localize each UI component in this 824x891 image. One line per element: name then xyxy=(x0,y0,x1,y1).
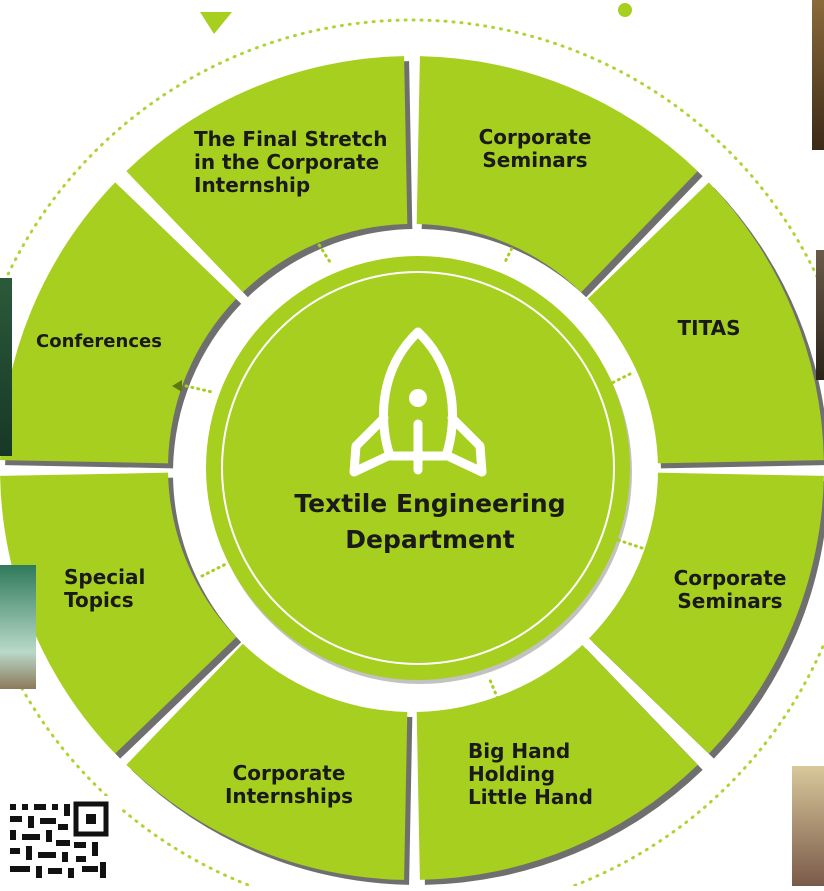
segment-label-line: TITAS xyxy=(677,316,741,340)
segment-label-line: Big Hand xyxy=(468,739,571,763)
center-title-line1: Textile Engineering xyxy=(294,489,566,518)
qr-code xyxy=(0,796,120,886)
photo-left xyxy=(0,278,12,456)
connector-arrow-icon xyxy=(172,380,182,392)
segment-label-special-topics: Special Topics xyxy=(64,566,184,612)
segment-label-line: in the Corporate xyxy=(194,150,380,174)
segment-special-topics xyxy=(0,472,237,754)
photo-bottom-right xyxy=(792,766,824,886)
photo-left-bottom xyxy=(0,565,36,689)
segment-label-corporate-seminars-top: Corporate Seminars xyxy=(470,126,600,172)
segment-label-line: Seminars xyxy=(677,589,783,613)
segment-label-line: The Final Stretch xyxy=(194,127,388,151)
segment-big-hand xyxy=(416,643,698,880)
dot-marker-icon xyxy=(618,3,632,17)
segment-corporate-seminars-right xyxy=(587,472,824,754)
segment-label-titas: TITAS xyxy=(664,317,754,340)
center-inner-ring xyxy=(221,271,615,665)
outer-dotted-ring xyxy=(0,18,824,886)
segment-label-line: Internships xyxy=(224,784,354,808)
segment-label-line: Internship xyxy=(194,173,311,197)
segment-label-line: Little Hand xyxy=(468,785,593,809)
arrow-marker-icon xyxy=(200,12,232,34)
segment-label-line: Topics xyxy=(64,588,134,612)
segment-label-corporate-seminars-right: Corporate Seminars xyxy=(660,567,800,613)
photo-top-right xyxy=(812,0,824,150)
segment-label-line: Holding xyxy=(468,762,556,786)
segment-label-line: Corporate xyxy=(673,566,787,590)
segment-label-line: Corporate xyxy=(478,125,592,149)
segment-label-big-hand: Big Hand Holding Little Hand xyxy=(468,740,628,809)
rocket-icon xyxy=(349,327,487,477)
photo-right xyxy=(816,250,824,380)
segment-label-line: Special xyxy=(64,565,146,589)
center-title: Textile Engineering Department xyxy=(245,486,615,559)
segment-label-final-stretch: The Final Stretch in the Corporate Inter… xyxy=(194,128,424,197)
segment-label-corporate-internships: Corporate Internships xyxy=(214,762,364,808)
segment-conferences xyxy=(0,182,237,464)
segment-corporate-internships xyxy=(126,643,408,880)
center-title-line2: Department xyxy=(345,525,515,555)
segment-label-line: Conferences xyxy=(36,331,162,352)
segment-corporate-seminars-top xyxy=(416,56,698,293)
segment-titas xyxy=(587,182,824,464)
segment-label-line: Corporate xyxy=(232,761,346,785)
segment-label-line: Seminars xyxy=(482,148,588,172)
inner-connectors xyxy=(184,236,644,706)
segment-label-conferences: Conferences xyxy=(36,331,186,353)
segment-final-stretch xyxy=(126,56,408,293)
